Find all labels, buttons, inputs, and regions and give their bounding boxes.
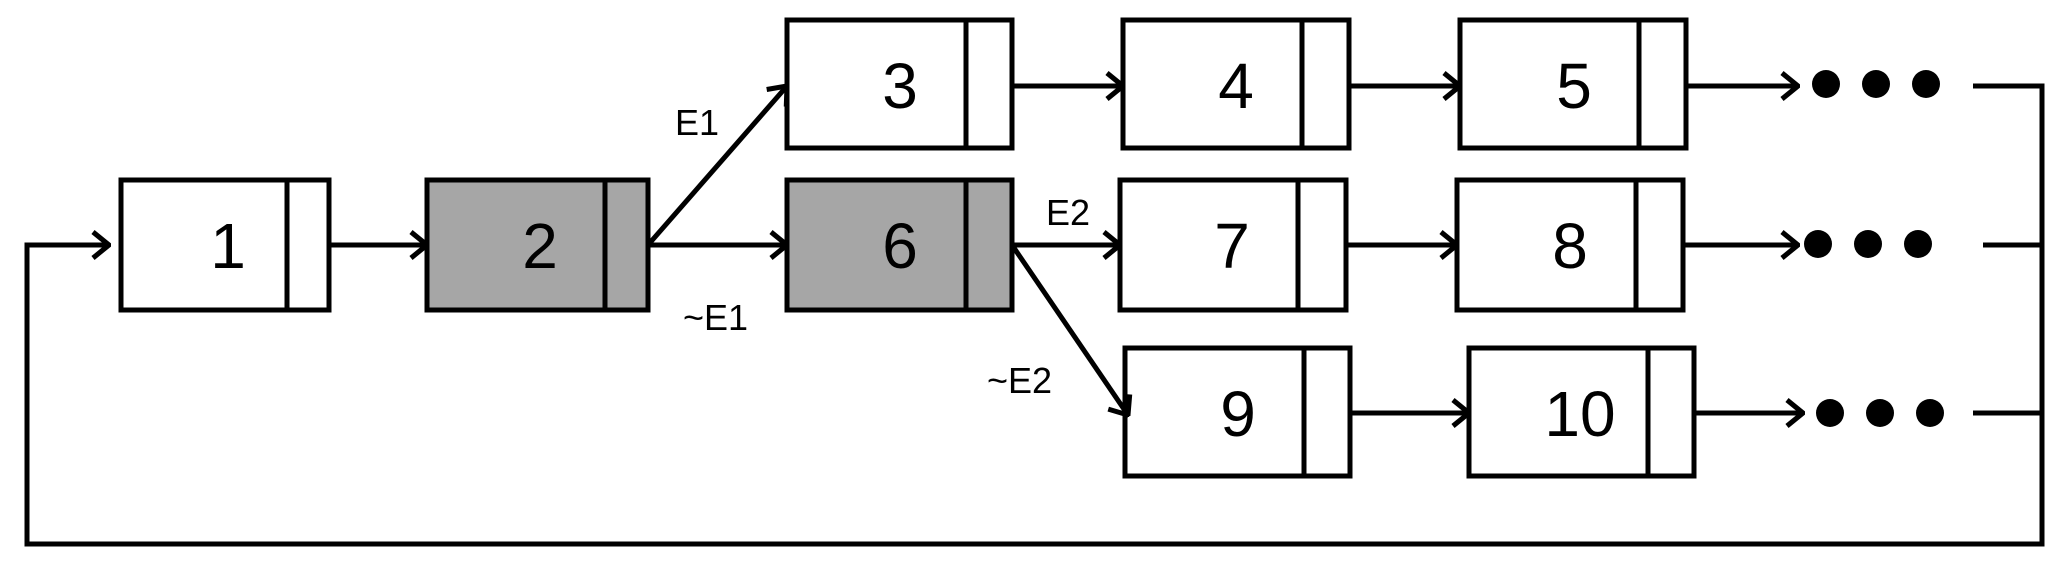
node-10: 10 <box>1466 345 1697 479</box>
continuation-row-3 <box>1694 399 1944 427</box>
ellipsis-dot <box>1866 399 1894 427</box>
node-label: 8 <box>1552 210 1588 282</box>
ellipsis-dot <box>1804 230 1832 258</box>
edge-label-not-e1: ~E1 <box>683 297 748 338</box>
node-2: 2 <box>424 177 651 313</box>
node-label: 3 <box>882 50 918 122</box>
node-3: 3 <box>784 17 1015 151</box>
edge-label-not-e2: ~E2 <box>987 360 1052 401</box>
node-label: 1 <box>210 210 246 282</box>
edge-6-9 <box>1009 243 1128 415</box>
node-box <box>1122 345 1353 479</box>
ellipsis-dot <box>1912 70 1940 98</box>
node-9: 9 <box>1122 345 1353 479</box>
node-label: 5 <box>1556 50 1592 122</box>
node-1: 1 <box>118 177 332 313</box>
continuation-row-1 <box>1686 70 1940 98</box>
ellipsis-dot <box>1816 399 1844 427</box>
node-label: 4 <box>1218 50 1254 122</box>
node-5: 5 <box>1457 17 1689 151</box>
node-box <box>1466 345 1697 479</box>
node-box <box>1117 177 1349 313</box>
ellipsis-dot <box>1862 70 1890 98</box>
ellipsis-dot <box>1916 399 1944 427</box>
node-box <box>118 177 332 313</box>
node-8: 8 <box>1454 177 1686 313</box>
node-7: 7 <box>1117 177 1349 313</box>
ellipsis-dot <box>1854 230 1882 258</box>
edge-label-e1: E1 <box>675 102 719 143</box>
feedback-loop-edge <box>24 83 2045 547</box>
node-label: 6 <box>882 210 918 282</box>
edge-2-3 <box>646 86 787 247</box>
ellipsis-dot <box>1904 230 1932 258</box>
node-4: 4 <box>1120 17 1352 151</box>
ellipsis-dot <box>1812 70 1840 98</box>
node-label: 7 <box>1214 210 1250 282</box>
continuation-row-2 <box>1683 230 1932 258</box>
node-box <box>1120 17 1352 151</box>
node-6: 6 <box>784 177 1015 313</box>
edge-label-e2: E2 <box>1046 192 1090 233</box>
node-label: 2 <box>522 210 558 282</box>
node-label: 10 <box>1544 378 1615 450</box>
node-label: 9 <box>1220 378 1256 450</box>
